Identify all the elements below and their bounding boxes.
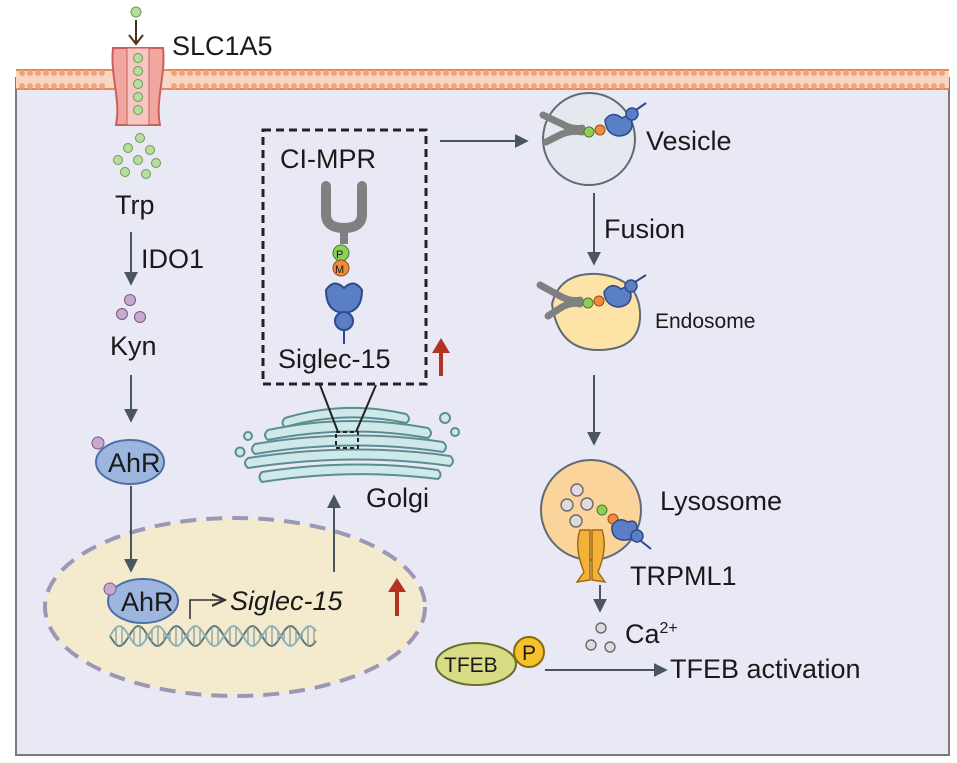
ahr-nuc-label: AhR: [121, 587, 174, 617]
nucleus: [43, 516, 427, 698]
plasma-membrane: [16, 69, 949, 90]
ahr-cytoplasmic: [91, 436, 165, 485]
tfeb-label: TFEB: [444, 654, 498, 677]
up-arrow-icon: [432, 338, 450, 376]
kyn-molecules: [116, 294, 146, 323]
endosome-label: Endosome: [655, 310, 755, 333]
ci-mpr-receptor-icon: [321, 181, 367, 244]
up-arrow-icon: [388, 578, 406, 616]
phospho-label: P: [522, 642, 536, 665]
transcription-arrow: [189, 600, 222, 619]
svg-text:M: M: [335, 264, 344, 276]
lysosome-label: Lysosome: [660, 486, 782, 516]
vesicle-complex-icon: [539, 102, 647, 146]
slc1a5-transporter: [111, 47, 165, 126]
lysosome-contents: [560, 483, 652, 550]
svg-text:P: P: [336, 249, 343, 261]
golgi-apparatus: [234, 406, 460, 484]
siglec15-protein-label: Siglec-15: [278, 344, 391, 374]
phospho-icon: [513, 636, 545, 668]
ahr-nuclear: [103, 578, 179, 624]
trp-molecules: [113, 133, 161, 179]
ci-mpr-label: CI-MPR: [280, 144, 376, 174]
ahr-cyto-label: AhR: [108, 448, 161, 478]
endosome-complex-icon: [536, 274, 647, 320]
siglec15-gene-label: Siglec-15: [230, 586, 344, 616]
zoom-line-right: [355, 384, 377, 433]
tfeb-activation-label: TFEB activation: [670, 654, 861, 684]
kyn-label: Kyn: [110, 331, 157, 361]
trpml1-channel-icon: [575, 529, 607, 584]
trp-dot-outside: [130, 6, 142, 18]
lysosome: [540, 459, 642, 561]
golgi-label: Golgi: [366, 483, 429, 513]
tfeb-protein: [435, 642, 517, 686]
slc1a5-label: SLC1A5: [172, 31, 273, 61]
calcium-label: Ca2+: [625, 619, 678, 649]
dna-helix-icon: [109, 624, 317, 648]
trp-label: Trp: [115, 190, 155, 220]
golgi-zoom-region: [335, 431, 359, 449]
vesicle-label: Vesicle: [646, 126, 732, 156]
m6p-tag: P M: [332, 244, 350, 277]
ido1-label: IDO1: [141, 244, 204, 274]
fusion-label: Fusion: [604, 214, 685, 244]
siglec15-protein-icon: [324, 282, 364, 344]
zoom-box: [261, 128, 428, 386]
calcium-ions: [585, 622, 616, 653]
zoom-line-left: [319, 384, 339, 433]
trpml1-label: TRPML1: [630, 561, 737, 591]
